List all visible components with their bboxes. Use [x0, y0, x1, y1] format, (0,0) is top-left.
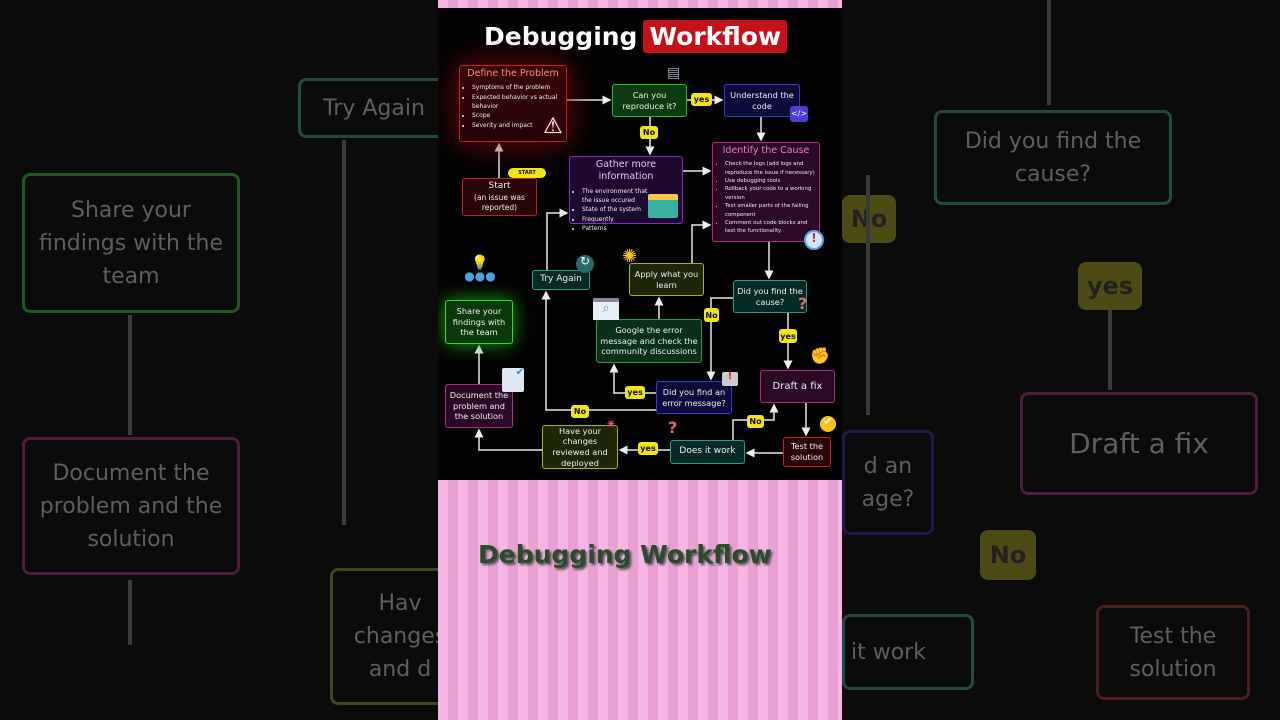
bg-reviewed: Hav changes and d	[330, 568, 470, 705]
no-badge: No	[747, 415, 764, 428]
node-reviewed-deployed: Have your changes reviewed and deployed	[542, 425, 618, 469]
document-check-icon: ✔	[502, 368, 524, 392]
bg-works: it work	[842, 614, 974, 690]
caption-title: Debugging Workflow	[478, 540, 772, 569]
bg-test: Test the solution	[1096, 605, 1250, 700]
wrench-fist-icon: ✊	[810, 346, 830, 365]
list-item: Patterns	[582, 224, 650, 233]
yes-badge: yes	[691, 93, 712, 106]
node-title: Identify the Cause	[722, 145, 810, 156]
node-test-solution: Test the solution	[783, 437, 831, 467]
list-item: Expected behavior vs actual behavior	[472, 93, 564, 112]
list-item: Scope	[472, 111, 564, 120]
node-subtitle: (an issue was reported)	[474, 193, 525, 212]
check-bulb-icon: ✔	[820, 416, 836, 432]
question-icon-2: ?	[668, 418, 678, 437]
yes-badge: yes	[625, 386, 645, 399]
arrow	[541, 290, 656, 411]
alert-message-icon: !	[722, 372, 738, 386]
team-meeting-icon: 💡●●●	[464, 255, 496, 283]
node-understand: Understand the code	[724, 84, 800, 117]
node-list: Symptoms of the problem Expected behavio…	[462, 83, 564, 129]
bg-found-cause: Did you find the cause?	[934, 110, 1172, 205]
list-item: Symptoms of the problem	[472, 83, 564, 92]
node-list: Check the logs (add logs and reproduce t…	[715, 160, 817, 235]
refresh-icon: ↻	[576, 255, 594, 273]
magnifier-alert-icon: !	[804, 230, 824, 250]
node-document: Document the problem and the solution	[445, 384, 513, 428]
infographic: Debugging Workflow Define the Problem Sy…	[438, 8, 842, 480]
node-title: Define the Problem	[467, 68, 559, 79]
node-list: The environment that the issue occured S…	[572, 187, 680, 233]
warning-icon: ⚠	[543, 114, 563, 139]
bg-error-msg: d an age?	[842, 430, 934, 535]
title-part1: Debugging	[484, 22, 638, 51]
node-define-problem: Define the Problem Symptoms of the probl…	[459, 65, 567, 142]
bg-draft: Draft a fix	[1020, 392, 1258, 495]
monitor-icon	[648, 194, 678, 218]
title-highlight: Workflow	[643, 20, 788, 53]
node-reproduce: Can you reproduce it?	[612, 84, 687, 117]
question-icon: ?	[798, 294, 808, 313]
list-item: Test smaller parts of the failing compon…	[725, 202, 817, 219]
list-item: Severity and impact	[472, 121, 564, 130]
list-item: Use debugging tools	[725, 177, 817, 185]
node-start: Start (an issue was reported)	[462, 178, 537, 216]
list-item: Check the logs (add logs and reproduce t…	[725, 160, 817, 177]
bg-document: Document the problem and the solution	[22, 437, 240, 575]
list-item: Frequently	[582, 215, 650, 224]
node-identify-cause: Identify the Cause Check the logs (add l…	[712, 142, 820, 242]
bg-no-badge-2: No	[980, 530, 1036, 580]
yes-badge: yes	[638, 442, 658, 455]
node-title: Start	[488, 181, 511, 192]
arrow	[691, 220, 712, 263]
list-item: Comment out code blocks and test the fun…	[725, 219, 817, 236]
node-apply: Apply what you learn	[629, 263, 704, 296]
node-does-it-work: Does it work	[670, 440, 745, 464]
node-title: Gather more information	[595, 159, 657, 183]
node-google: Google the error message and check the c…	[596, 319, 702, 363]
start-pill: START	[508, 168, 546, 178]
list-item: State of the system	[582, 205, 650, 214]
bg-try-again: Try Again	[298, 78, 450, 138]
node-try-again: Try Again	[532, 270, 590, 290]
connector-arrows	[474, 95, 811, 458]
node-error-message: Did you find an error message?	[656, 381, 732, 414]
bg-share: Share your findings with the team	[22, 173, 240, 313]
list-item: Rollback your code to a working version	[725, 185, 817, 202]
node-share: Share your findings with the team	[445, 300, 513, 344]
arrow	[706, 297, 733, 381]
yes-badge: yes	[779, 329, 797, 343]
arrow	[474, 428, 542, 451]
bg-yes-badge: yes	[1078, 262, 1142, 310]
page-title: Debugging Workflow	[484, 20, 788, 53]
arrow	[546, 208, 569, 270]
no-badge: No	[640, 126, 658, 139]
lightbulb-icon: ✺	[622, 246, 638, 267]
node-draft-fix: Draft a fix	[760, 370, 835, 403]
documents-icon: ▤	[667, 65, 681, 81]
node-found-cause: Did you find the cause?	[733, 280, 807, 313]
no-badge: No	[571, 405, 589, 418]
browser-search-icon: ⌕	[593, 298, 619, 320]
no-badge: No	[704, 308, 719, 322]
list-item: The environment that the issue occured	[582, 187, 650, 206]
code-icon: </>	[790, 106, 808, 122]
alarm-icon: ✷	[606, 417, 617, 431]
video-frame: Debugging Workflow Define the Problem Sy…	[438, 0, 842, 720]
